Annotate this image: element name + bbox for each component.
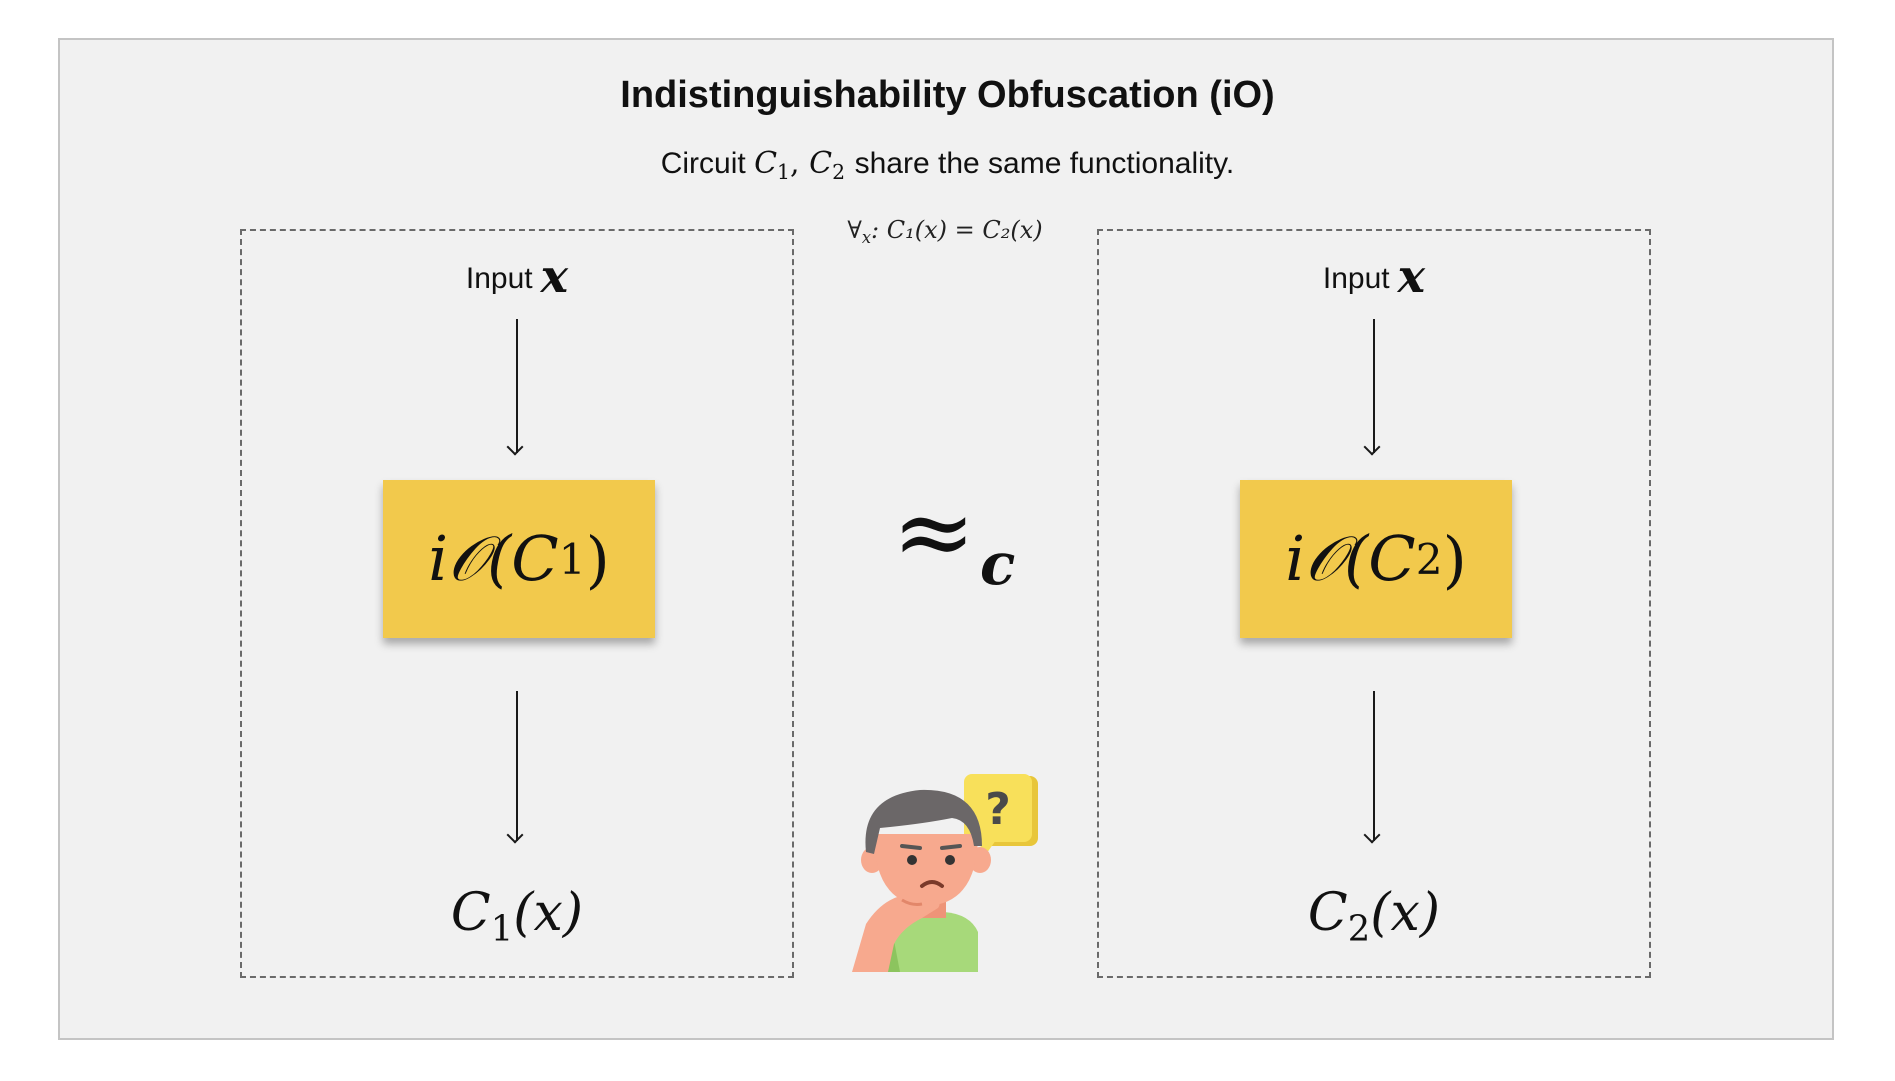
- subtitle-circuits: C1, C2: [754, 146, 846, 185]
- diagram-subtitle: Circuit C1, C2 share the same functional…: [0, 146, 1895, 184]
- diagram-title: Indistinguishability Obfuscation (iO): [620, 74, 1275, 116]
- subtitle-suffix: share the same functionality.: [854, 147, 1235, 180]
- left-output-arrow: [516, 691, 518, 841]
- right-input-arrow: [1373, 319, 1375, 453]
- right-input-variable: x: [1397, 249, 1426, 303]
- left-output-label: C1(x): [450, 883, 584, 950]
- thinking-person-icon: ?: [852, 774, 1038, 972]
- functional-equivalence-condition: ∀x: C₁(x) = C₂(x): [847, 216, 1043, 247]
- right-output-label: C2(x): [1307, 883, 1441, 950]
- subtitle-prefix: Circuit: [660, 147, 746, 180]
- left-input-variable: x: [540, 249, 569, 303]
- right-output-arrow: [1373, 691, 1375, 841]
- question-mark: ?: [985, 784, 1011, 835]
- left-input-arrow: [516, 319, 518, 453]
- question-bubble-icon: ?: [964, 774, 1038, 860]
- computational-indistinguishability-symbol: ≈ c: [892, 473, 1016, 599]
